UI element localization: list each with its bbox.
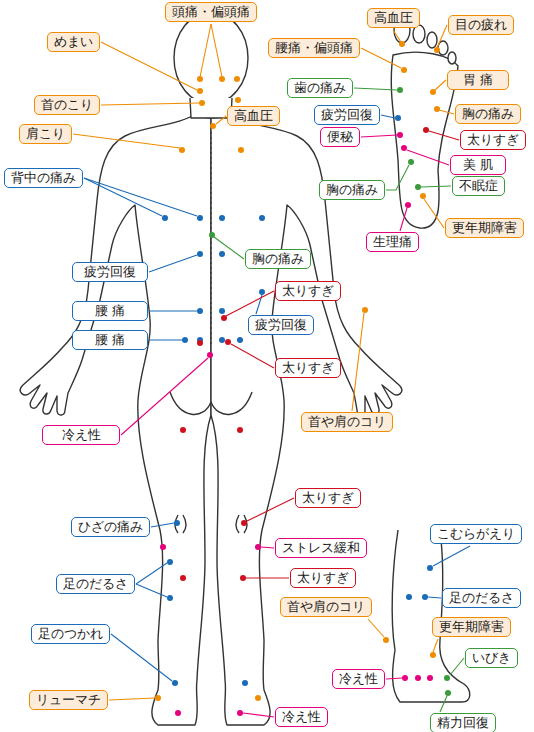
- ailment-text: 肩こり: [26, 126, 65, 141]
- ailment-text: こむらがえり: [437, 526, 515, 541]
- ailment-label: 疲労回復: [72, 262, 148, 282]
- ailment-text: 太りすぎ: [297, 570, 349, 585]
- ailment-text: 更年期障害: [439, 619, 504, 634]
- ailment-label: 背中の痛み: [4, 168, 83, 188]
- ailment-label: 歯の痛み: [287, 78, 353, 98]
- ailment-text: 首や肩のコリ: [287, 599, 365, 614]
- ailment-label: 頭痛・偏頭痛: [165, 2, 257, 22]
- ailment-text: 足のつかれ: [38, 626, 103, 641]
- ailment-text: 冷え性: [339, 671, 378, 686]
- ailment-text: いびき: [472, 650, 511, 665]
- ailment-label: 太りすぎ: [275, 281, 341, 301]
- ailment-label: リューマチ: [29, 690, 108, 710]
- ailment-text: 首のこり: [41, 97, 93, 112]
- ailment-label: 太りすぎ: [275, 358, 341, 378]
- ailment-text: 胸の痛み: [462, 106, 514, 121]
- ailment-text: 首や肩のコリ: [308, 414, 386, 429]
- ailment-text: 背中の痛み: [11, 170, 76, 185]
- ailment-text: リューマチ: [36, 692, 101, 707]
- ailment-text: 腰 痛: [95, 332, 125, 347]
- ailment-label: 冷え性: [275, 707, 328, 727]
- ailment-label: 首のこり: [34, 95, 100, 115]
- ailment-text: 胸の痛み: [326, 182, 378, 197]
- ailment-label: 不眠症: [452, 176, 505, 196]
- ailment-label: いびき: [465, 648, 518, 668]
- ailment-text: ひざの痛み: [78, 519, 143, 534]
- ailment-text: 腰痛・偏頭痛: [275, 40, 353, 55]
- ailment-text: 太りすぎ: [282, 360, 334, 375]
- ailment-label: 胸の痛み: [245, 249, 311, 269]
- ailment-label: 疲労回復: [248, 315, 314, 335]
- ailment-text: 更年期障害: [452, 220, 517, 235]
- ailment-label: 精力回復: [430, 713, 496, 732]
- ailment-label: 胸の痛み: [455, 104, 521, 124]
- ailment-text: 高血圧: [374, 10, 413, 25]
- ailment-label: 腰 痛: [72, 301, 148, 321]
- ailment-text: 美 肌: [463, 157, 493, 172]
- ailment-label: 更年期障害: [432, 617, 511, 637]
- ailment-text: ストレス緩和: [282, 540, 360, 555]
- ailment-text: 太りすぎ: [467, 132, 519, 147]
- ailment-text: 疲労回復: [321, 107, 373, 122]
- ailment-label: ひざの痛み: [71, 517, 150, 537]
- ailment-label: 高血圧: [227, 106, 280, 126]
- ailment-text: 冷え性: [62, 427, 101, 442]
- ailment-label: 太りすぎ: [460, 130, 526, 150]
- ailment-label: 足のつかれ: [31, 624, 110, 644]
- ailment-text: 腰 痛: [95, 303, 125, 318]
- ailment-label: 胸の痛み: [319, 180, 385, 200]
- ailment-label: 冷え性: [42, 425, 120, 445]
- ailment-label: 目の疲れ: [448, 15, 514, 35]
- ailment-label: 太りすぎ: [295, 488, 361, 508]
- ailment-text: 不眠症: [459, 178, 498, 193]
- ailment-label: 首や肩のコリ: [301, 412, 393, 432]
- ailment-label: ストレス緩和: [275, 538, 367, 558]
- ailment-text: 生理痛: [373, 234, 412, 249]
- ailment-label: 冷え性: [332, 669, 385, 689]
- ailment-text: 歯の痛み: [294, 80, 346, 95]
- ailment-label: 肩こり: [19, 124, 72, 144]
- ailment-label: 太りすぎ: [290, 568, 356, 588]
- ailment-text: 便秘: [327, 129, 353, 144]
- ailment-label: こむらがえり: [430, 524, 522, 544]
- ailment-text: 太りすぎ: [282, 283, 334, 298]
- ailment-label: 腰痛・偏頭痛: [268, 38, 360, 58]
- ailment-label: 足のだるさ: [442, 588, 521, 608]
- ailment-text: 疲労回復: [255, 317, 307, 332]
- ailment-text: めまい: [54, 34, 93, 49]
- ailment-label: 生理痛: [366, 232, 419, 252]
- ailment-label: めまい: [47, 32, 100, 52]
- ailment-label: 腰 痛: [72, 330, 148, 350]
- ailment-text: 精力回復: [437, 715, 489, 730]
- ailment-label: 疲労回復: [314, 105, 380, 125]
- ailment-label: 足のだるさ: [56, 574, 135, 594]
- ailment-text: 目の疲れ: [455, 17, 507, 32]
- ailment-label: 便秘: [320, 127, 360, 147]
- ailment-text: 胸の痛み: [252, 251, 304, 266]
- ailment-text: 太りすぎ: [302, 490, 354, 505]
- ailment-label: 高血圧: [367, 8, 420, 28]
- ailment-label: 美 肌: [450, 155, 506, 175]
- ailment-text: 胃 痛: [463, 72, 493, 87]
- ailment-label: 首や肩のコリ: [280, 597, 372, 617]
- ailment-text: 疲労回復: [84, 264, 136, 279]
- ailment-text: 足のだるさ: [449, 590, 514, 605]
- ailment-text: 冷え性: [282, 709, 321, 724]
- ailment-label: 胃 痛: [447, 70, 509, 90]
- ailment-text: 頭痛・偏頭痛: [172, 4, 250, 19]
- ailment-label: 更年期障害: [445, 218, 524, 238]
- ailment-text: 高血圧: [234, 108, 273, 123]
- ailment-text: 足のだるさ: [63, 576, 128, 591]
